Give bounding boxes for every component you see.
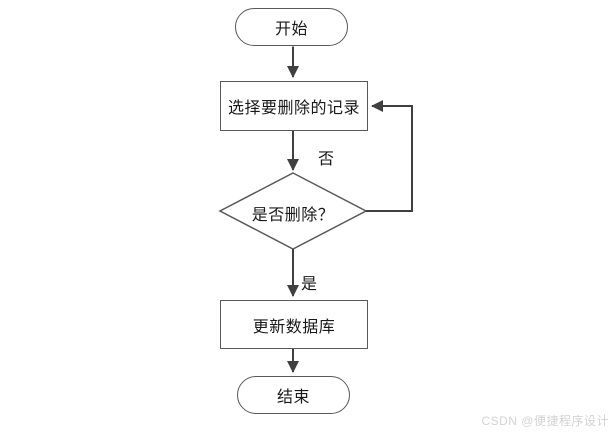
- csdn-watermark: CSDN @便捷程序设计: [481, 414, 609, 428]
- node-update-database-label: 更新数据库: [252, 318, 336, 336]
- node-decision-label: 是否删除？: [251, 207, 335, 224]
- edge-label-yes: 是: [301, 276, 318, 293]
- node-end: 结束: [237, 376, 350, 414]
- connector-decision-loop-to-select: [366, 100, 413, 212]
- node-select-record-label: 选择要删除的记录: [227, 100, 360, 117]
- node-start-label: 开始: [274, 21, 308, 38]
- node-update-database: 更新数据库: [220, 300, 368, 349]
- edge-label-no: 否: [318, 151, 335, 168]
- node-end-label: 结束: [276, 389, 310, 406]
- node-start: 开始: [235, 8, 348, 46]
- node-select-record: 选择要删除的记录: [220, 81, 368, 131]
